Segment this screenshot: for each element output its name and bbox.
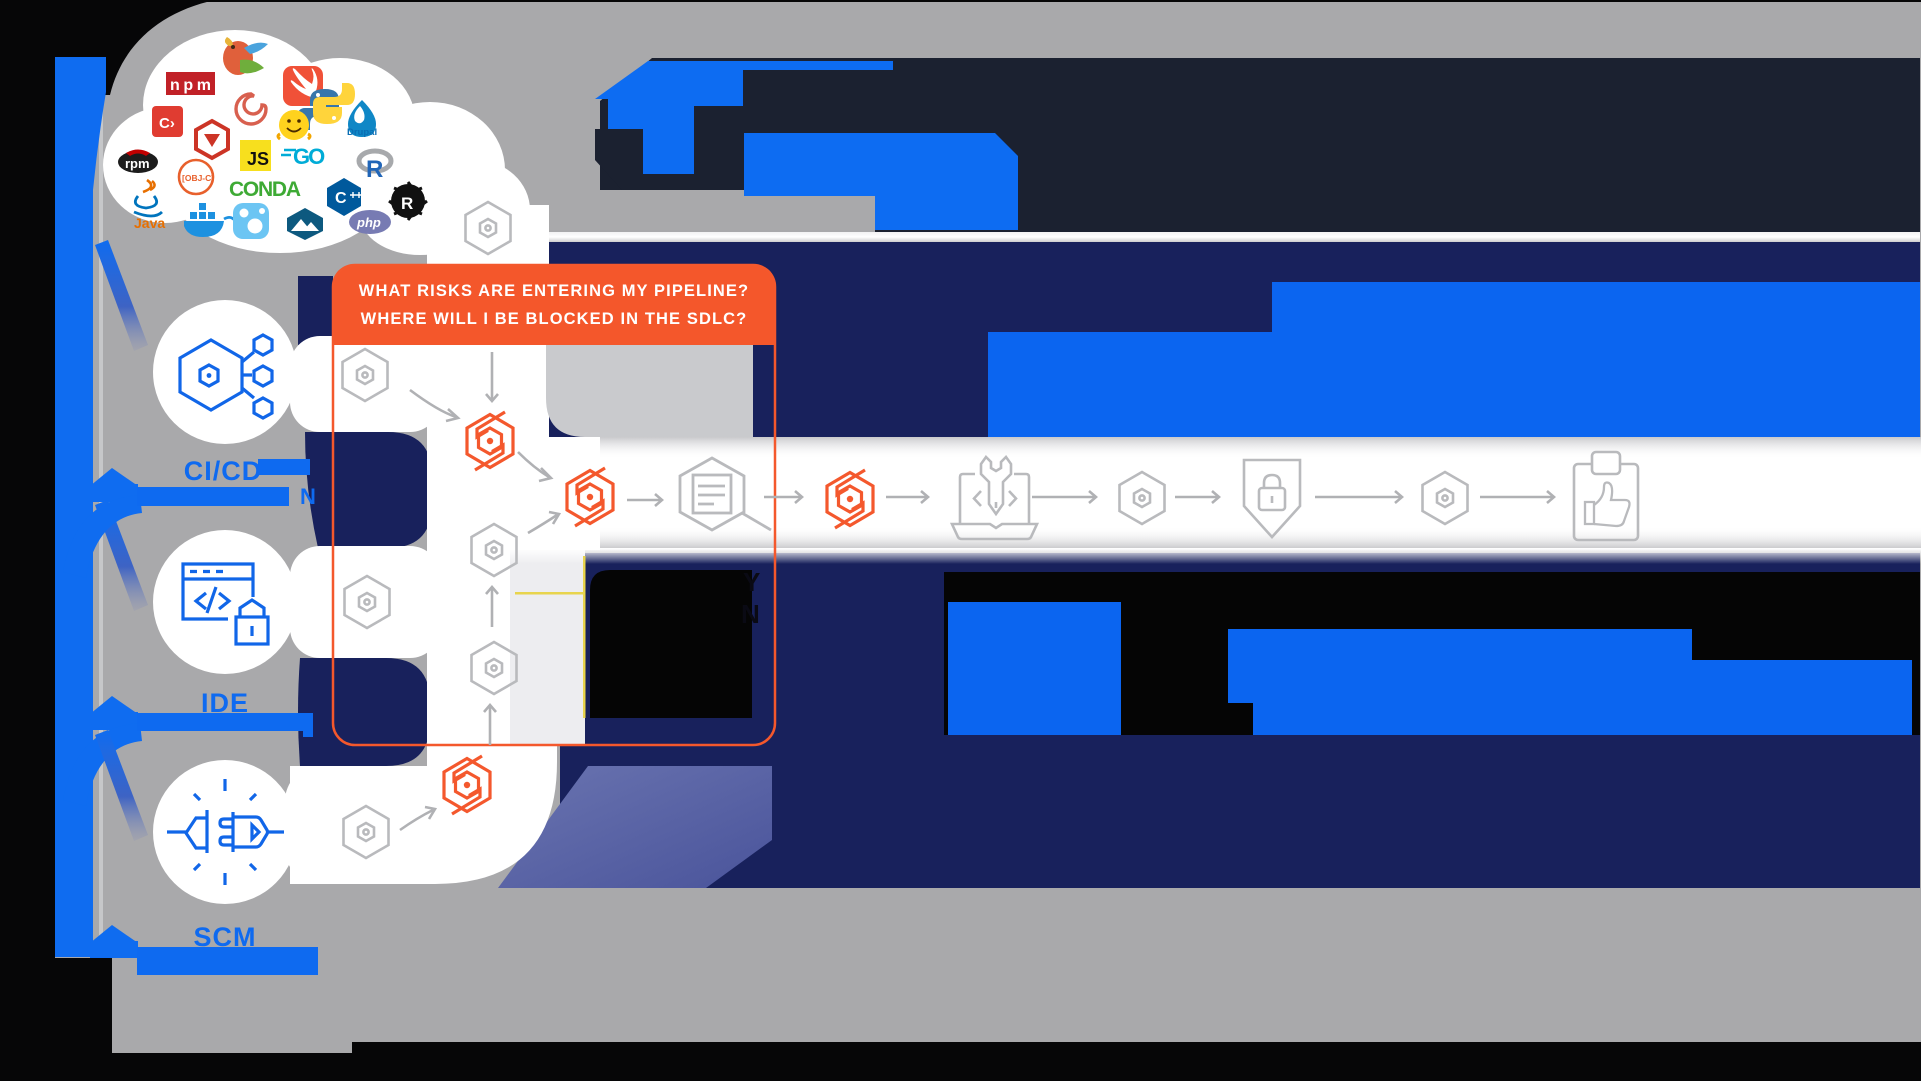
svg-text:php: php <box>356 215 381 230</box>
svg-text:CONDA: CONDA <box>229 178 301 201</box>
svg-text:WHAT RISKS ARE ENTERING MY PIP: WHAT RISKS ARE ENTERING MY PIPELINE? <box>359 282 749 300</box>
svg-text:JS: JS <box>247 149 269 169</box>
svg-text:WHERE WILL I BE BLOCKED IN THE: WHERE WILL I BE BLOCKED IN THE SDLC? <box>361 310 748 328</box>
svg-text:R: R <box>366 156 383 183</box>
svg-text:N: N <box>741 599 760 629</box>
svg-text:GO: GO <box>293 144 325 169</box>
svg-text:Java: Java <box>134 215 165 231</box>
svg-text:R: R <box>401 194 413 213</box>
svg-text:rpm: rpm <box>125 156 150 171</box>
svg-text:C: C <box>335 190 347 207</box>
svg-text:Drupal: Drupal <box>347 127 377 138</box>
svg-text:Y: Y <box>743 567 760 597</box>
svg-text:N: N <box>300 484 316 509</box>
svg-text:npm: npm <box>170 77 211 94</box>
svg-text:[OBJ-C]: [OBJ-C] <box>182 173 214 183</box>
svg-text:C›: C› <box>159 115 175 132</box>
svg-text:CI/CD: CI/CD <box>184 456 263 486</box>
